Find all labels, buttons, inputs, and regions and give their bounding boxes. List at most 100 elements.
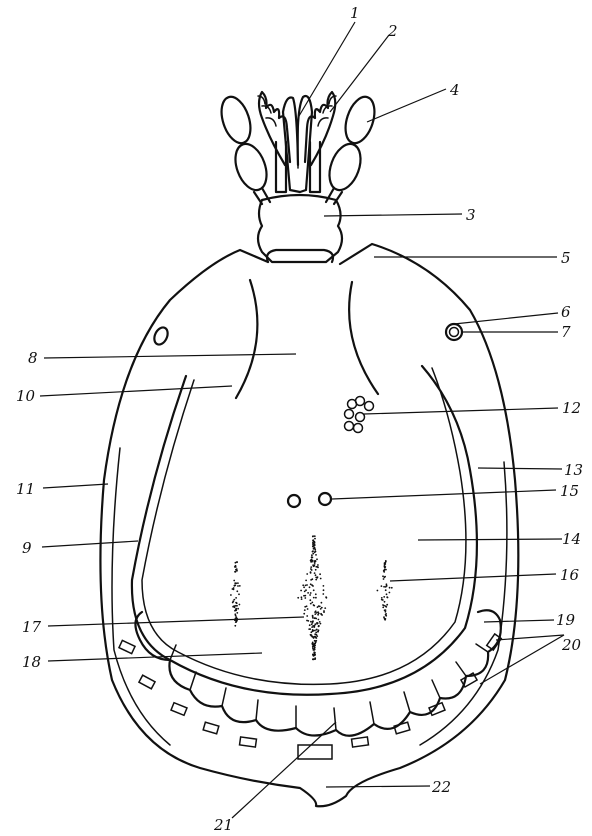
stipple-dot — [313, 604, 315, 606]
stipple-dot — [318, 629, 320, 631]
stipple-dot — [382, 607, 384, 609]
label-5: 5 — [561, 249, 571, 267]
stipple-dot — [236, 612, 238, 614]
stipple-dot — [306, 573, 308, 575]
stipple-dot — [384, 567, 386, 569]
stipple-dot — [381, 585, 383, 587]
stipple-dot — [377, 590, 379, 592]
stipple-dot — [313, 655, 315, 657]
stipple-dot — [307, 592, 309, 594]
stipple-dot — [311, 569, 313, 571]
stipple-dot — [315, 597, 317, 599]
stipple-dot — [309, 624, 311, 626]
stipple-dot — [321, 607, 323, 609]
stipple-dot — [386, 593, 388, 595]
stipple-dot — [320, 578, 322, 580]
stipple-dot — [301, 596, 303, 598]
stipple-dot — [315, 554, 317, 556]
stipple-dot — [312, 553, 314, 555]
stipple-dot — [318, 625, 320, 627]
stipple-dot — [302, 584, 304, 586]
stipple-dot — [311, 623, 313, 625]
stipple-dot — [235, 602, 237, 604]
left-pore — [288, 495, 300, 507]
stipple-dot — [233, 605, 235, 607]
stipple-dot — [383, 569, 385, 571]
label-10: 10 — [16, 387, 36, 405]
stipple-dot — [389, 592, 391, 594]
stipple-dot — [310, 572, 312, 574]
head-appendages — [216, 92, 380, 204]
neck-collar — [267, 250, 333, 262]
stipple-dot — [315, 569, 317, 571]
stipple-dot — [236, 590, 238, 592]
stipple-dot — [312, 550, 314, 552]
stipple-dot — [312, 659, 314, 661]
stipple-dot — [306, 605, 308, 607]
stipple-dot — [314, 630, 316, 632]
stipple-dot — [309, 594, 311, 596]
stipple-dot — [386, 604, 388, 606]
stipple-dot — [310, 579, 312, 581]
stipple-dot — [310, 592, 312, 594]
stipple-dot — [389, 587, 391, 589]
right-antenna-proximal — [324, 140, 367, 195]
stipple-dot — [310, 559, 312, 561]
stipple-dot — [235, 597, 237, 599]
stipple-dot — [315, 618, 317, 620]
stipple-dot — [237, 585, 239, 587]
left-antenna-distal — [216, 93, 256, 147]
stipple-dot — [310, 561, 312, 563]
stipple-dot — [317, 611, 319, 613]
stipple-dot — [323, 611, 325, 613]
label-21: 21 — [213, 816, 233, 834]
label-9: 9 — [22, 539, 32, 557]
stipple-center — [297, 535, 327, 660]
label-2: 2 — [387, 22, 398, 40]
stipple-dot — [381, 599, 383, 601]
stipple-dot — [307, 608, 309, 610]
left-lateral-organ — [152, 325, 170, 346]
label-14: 14 — [562, 530, 581, 548]
label-1: 1 — [350, 4, 360, 22]
right-lateral-organ-inner — [450, 328, 459, 337]
stipple-dot — [233, 599, 235, 601]
stipple-dot — [384, 601, 386, 603]
stipple-dot — [320, 613, 322, 615]
stipple-dot — [310, 634, 312, 636]
stipple-dot — [313, 626, 315, 628]
stipple-dot — [315, 632, 317, 634]
stipple-dot — [306, 620, 308, 622]
stipple-dot — [319, 606, 321, 608]
right-pore — [319, 493, 331, 505]
egg-cluster — [345, 397, 374, 433]
label-12: 12 — [562, 399, 581, 417]
stipple-dot — [313, 548, 315, 550]
stipple-dot — [310, 603, 312, 605]
stipple-dot — [236, 561, 238, 563]
stipple-dot — [385, 589, 387, 591]
stipple-dot — [230, 594, 232, 596]
label-16: 16 — [560, 566, 580, 584]
stipple-dot — [305, 589, 307, 591]
stipple-dot — [316, 634, 318, 636]
stipple-dot — [384, 576, 386, 578]
stipple-dot — [383, 586, 385, 588]
stipple-dot — [232, 601, 234, 603]
rim-lobe-separators — [170, 644, 488, 730]
stipple-dot — [235, 605, 237, 607]
label-6: 6 — [561, 303, 571, 321]
stipple-dot — [311, 554, 313, 556]
stipple-dot — [239, 585, 241, 587]
stipple-dot — [314, 657, 316, 659]
label-13: 13 — [564, 461, 583, 479]
stipple-dot — [314, 613, 316, 615]
label-11: 11 — [16, 480, 35, 498]
stipple-dot — [320, 623, 322, 625]
label-8: 8 — [28, 349, 38, 367]
left-antenna-proximal — [230, 140, 273, 195]
stipple-dot — [319, 573, 321, 575]
stipple-dot — [317, 606, 319, 608]
stipple-dot — [237, 582, 239, 584]
